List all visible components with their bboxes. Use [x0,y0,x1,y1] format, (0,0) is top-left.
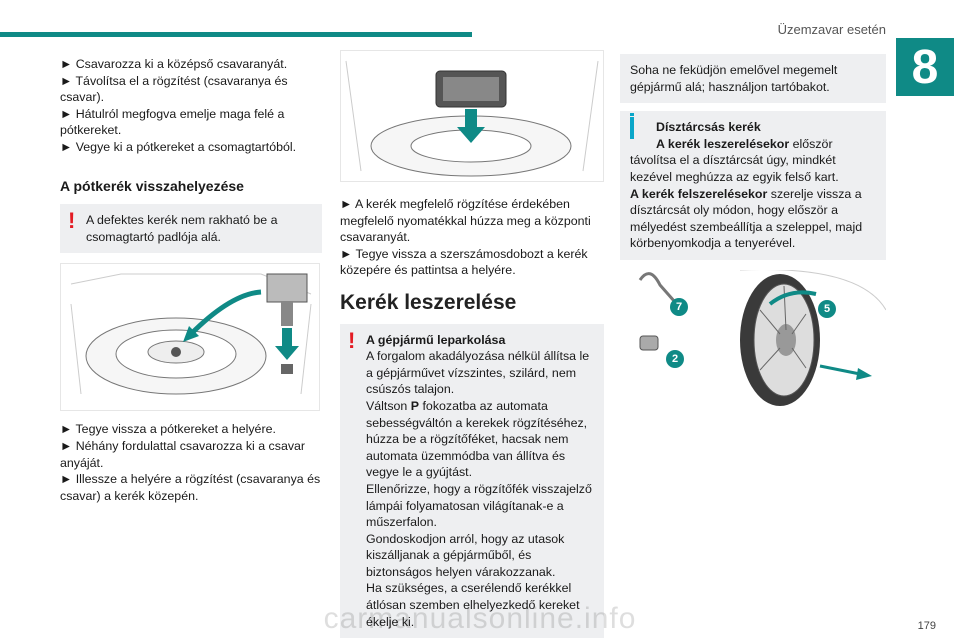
chapter-number: 8 [896,38,954,96]
warning-text: A defektes kerék nem rakható be a csomag… [86,213,278,244]
info-line2-bold: A kerék felszerelésekor [630,186,768,201]
warning-title: A gépjármű leparkolása [366,332,506,347]
warning-line: Ellenőrizze, hogy a rögzítőfék visszajel… [366,481,592,530]
note-box: Soha ne feküdjön emelővel megemelt gépjá… [620,54,886,104]
step-text: ► Illessze a helyére a rögzítést (csavar… [60,472,321,503]
column-2: ► A kerék megfelelő rögzítése érdekében … [340,50,604,639]
spare-wheel-figure [60,263,320,412]
info-line1-rest: először távolítsa el a dísztárcsát úgy, … [630,136,839,184]
info-text: A kerék felszerelésekor szerelje vissza … [630,186,876,252]
info-text: A kerék leszerelésekor először távolítsa… [630,136,876,186]
wheel-removal-figure: 7 2 5 [620,268,887,410]
column-1: ► Csavarozza ki a középső csavaranyát. ►… [60,56,322,504]
step-text: ► Csavarozza ki a középső csavaranyát. [60,57,288,71]
warning-icon: ! [68,208,76,234]
warning-icon: ! [348,327,356,353]
step-text: ► Hátulról megfogva emelje maga felé a p… [60,106,285,138]
info-box: Dísztárcsás kerék A kerék leszerelésekor… [620,111,886,260]
warning-box: ! A gépjármű leparkolása A forgalom akad… [340,323,604,639]
section-heading-main: Kerék leszerelése [340,290,517,314]
info-icon [630,113,634,140]
note-text: Soha ne feküdjön emelővel megemelt gépjá… [630,63,838,94]
page-number: 179 [917,620,936,632]
info-line2-rest: szerelje vissza a dísztárcsát oly módon,… [630,186,863,251]
warning-line: Ha szükséges, a cserélendő kerékkel átló… [366,581,580,629]
warning-box: ! A defektes kerék nem rakható be a csom… [60,204,322,254]
step-text: ► Tegye vissza a pótkereket a helyére. [60,422,276,437]
callout-badge: 2 [666,349,684,368]
step-text: ► Tegye vissza a szerszámosdobozt a keré… [340,246,588,278]
step-text: ► Vegye ki a pótkereket a csomagtartóból… [60,139,297,154]
section-heading: A pótkerék visszahelyezése [60,177,244,194]
callout-badge: 5 [818,299,836,318]
callout-badge: 7 [670,297,688,316]
watermark: carmanualsonline.info [323,602,637,635]
warning-line: Váltson P fokozatba az automata sebesség… [366,398,588,480]
step-text: ► Távolítsa el a rögzítést (csavaranya é… [60,73,288,105]
step-text: ► Néhány fordulattal csavarozza ki a csa… [60,438,306,470]
warning-line: Gondoskodjon arról, hogy az utasok kiszá… [366,531,565,579]
header-accent-bar [0,32,472,37]
tool-box-figure [340,50,604,182]
column-3: Soha ne feküdjön emelővel megemelt gépjá… [620,54,887,410]
section-title: Üzemzavar esetén [777,22,886,37]
step-text: ► A kerék megfelelő rögzítése érdekében … [340,197,591,245]
warning-line: A forgalom akadályozása nélkül állítsa l… [366,349,590,397]
info-title: Dísztárcsás kerék [656,120,761,135]
info-line1-bold: A kerék leszerelésekor [656,136,790,151]
